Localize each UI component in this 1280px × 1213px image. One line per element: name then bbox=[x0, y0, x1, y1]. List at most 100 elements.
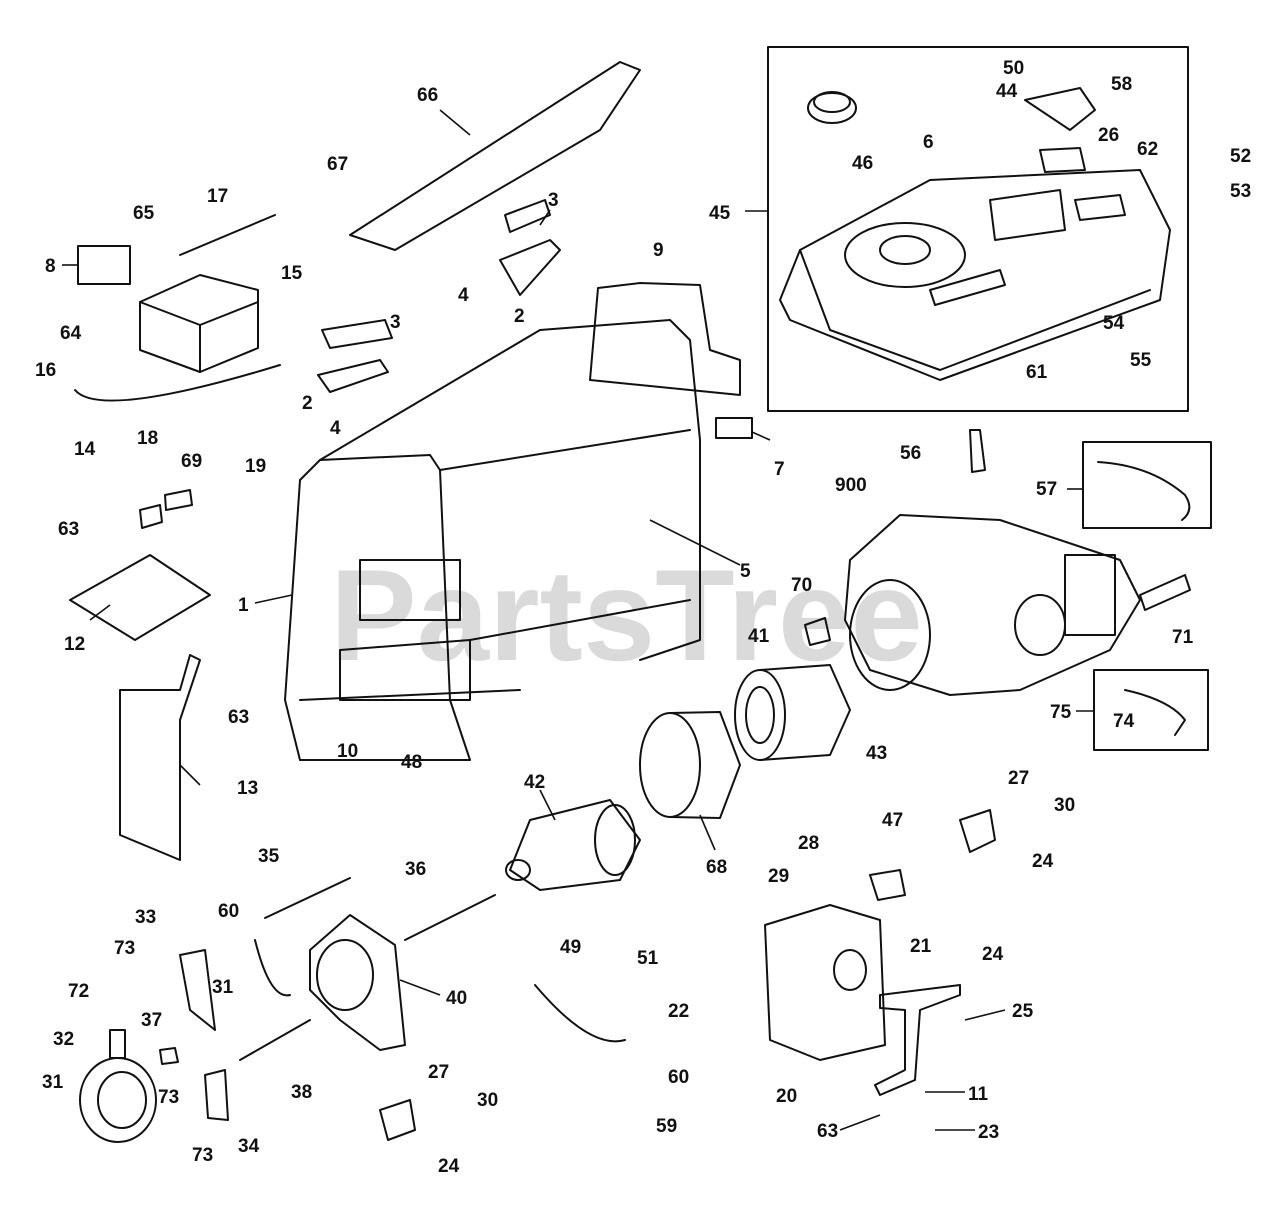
callout-65: 65 bbox=[133, 203, 155, 224]
callout-63c: 63 bbox=[817, 1121, 838, 1142]
callout-4a: 4 bbox=[458, 285, 469, 306]
handle-cover bbox=[349, 61, 641, 251]
callout-24b: 24 bbox=[982, 944, 1004, 965]
callout-60b: 60 bbox=[668, 1067, 689, 1088]
callout-labels: 1 2 2 3 3 4 4 5 6 7 8 9 10 11 12 13 14 1… bbox=[35, 58, 1251, 1177]
spring-71 bbox=[1139, 574, 1191, 611]
callout-68: 68 bbox=[706, 857, 727, 878]
callout-67: 67 bbox=[327, 154, 348, 175]
brush-assembly-33 bbox=[179, 949, 216, 1031]
callout-48: 48 bbox=[401, 752, 422, 773]
watermark-text: PartsTree bbox=[330, 542, 923, 688]
callout-21: 21 bbox=[910, 936, 932, 957]
callout-66: 66 bbox=[417, 85, 438, 106]
bracket-plate bbox=[119, 654, 201, 861]
callout-31a: 31 bbox=[212, 977, 234, 998]
callout-53: 53 bbox=[1230, 181, 1251, 202]
callout-44: 44 bbox=[996, 81, 1018, 102]
callout-11: 11 bbox=[968, 1084, 989, 1105]
callout-34: 34 bbox=[238, 1136, 260, 1157]
callout-47: 47 bbox=[882, 810, 903, 831]
callout-70: 70 bbox=[791, 575, 812, 596]
callout-14: 14 bbox=[74, 439, 96, 460]
callout-35: 35 bbox=[258, 846, 280, 867]
mount-30b bbox=[379, 1099, 416, 1141]
rotor-bolt-36 bbox=[404, 894, 496, 941]
mount-30a bbox=[959, 809, 996, 853]
fuel-cap bbox=[807, 91, 857, 124]
callout-6: 6 bbox=[923, 132, 934, 153]
callout-5: 5 bbox=[740, 561, 751, 582]
callout-30a: 30 bbox=[1054, 795, 1075, 816]
callout-1: 1 bbox=[238, 595, 249, 616]
callout-10: 10 bbox=[337, 741, 358, 762]
rear-cover bbox=[79, 1057, 157, 1143]
callout-3b: 3 bbox=[548, 190, 559, 211]
fuel-hose bbox=[1097, 461, 1191, 521]
through-bolt-35 bbox=[264, 877, 351, 919]
callout-73a: 73 bbox=[114, 938, 135, 959]
callout-2a: 2 bbox=[302, 393, 313, 414]
callout-2b: 2 bbox=[514, 306, 525, 327]
callout-17: 17 bbox=[207, 186, 228, 207]
muffler-bracket bbox=[874, 984, 961, 1096]
callout-28: 28 bbox=[798, 833, 819, 854]
callout-73b: 73 bbox=[158, 1087, 179, 1108]
callout-55: 55 bbox=[1130, 350, 1152, 371]
hose-57-box bbox=[1082, 441, 1212, 529]
callout-25: 25 bbox=[1012, 1001, 1034, 1022]
callout-36: 36 bbox=[405, 859, 426, 880]
callout-69: 69 bbox=[181, 451, 202, 472]
callout-32: 32 bbox=[53, 1029, 74, 1050]
grip-upper bbox=[499, 199, 561, 296]
callout-58: 58 bbox=[1111, 74, 1132, 95]
callout-19: 19 bbox=[245, 456, 266, 477]
callout-30b: 30 bbox=[477, 1090, 498, 1111]
through-bolt-38 bbox=[239, 1019, 311, 1061]
callout-24c: 24 bbox=[438, 1156, 460, 1177]
callout-18: 18 bbox=[137, 428, 158, 449]
rotor bbox=[505, 799, 641, 891]
callout-23: 23 bbox=[978, 1122, 999, 1143]
terminal-block-34 bbox=[204, 1069, 229, 1121]
callout-27a: 27 bbox=[1008, 768, 1029, 789]
callout-45: 45 bbox=[709, 203, 731, 224]
callout-15: 15 bbox=[281, 263, 303, 284]
hose-74 bbox=[1124, 689, 1186, 736]
callout-61: 61 bbox=[1026, 362, 1048, 383]
label-69 bbox=[164, 489, 193, 511]
callout-64: 64 bbox=[60, 323, 82, 344]
component-72 bbox=[109, 1029, 126, 1059]
callout-4b: 4 bbox=[330, 418, 341, 439]
callout-20: 20 bbox=[776, 1086, 797, 1107]
callout-75: 75 bbox=[1050, 702, 1072, 723]
callout-54: 54 bbox=[1103, 313, 1125, 334]
ground-wire-49 bbox=[534, 984, 626, 1043]
callout-62: 62 bbox=[1137, 139, 1158, 160]
decal-7 bbox=[715, 417, 753, 439]
callout-57: 57 bbox=[1036, 479, 1057, 500]
callout-63b: 63 bbox=[228, 707, 249, 728]
callout-60a: 60 bbox=[218, 901, 239, 922]
callout-46: 46 bbox=[852, 153, 873, 174]
callout-16: 16 bbox=[35, 360, 56, 381]
fuel-valve-56 bbox=[969, 429, 986, 473]
callout-26: 26 bbox=[1098, 125, 1119, 146]
callout-37: 37 bbox=[141, 1010, 162, 1031]
callout-43: 43 bbox=[866, 743, 887, 764]
callout-49: 49 bbox=[560, 937, 581, 958]
wire-60a bbox=[254, 939, 291, 997]
callout-9: 9 bbox=[653, 240, 664, 261]
back-panel bbox=[589, 282, 741, 396]
bracket-18 bbox=[139, 504, 163, 529]
stator-cover bbox=[639, 711, 741, 819]
callout-59: 59 bbox=[656, 1116, 677, 1137]
callout-24a: 24 bbox=[1032, 851, 1054, 872]
strap-17 bbox=[179, 214, 276, 256]
callout-900: 900 bbox=[835, 475, 867, 496]
callout-13: 13 bbox=[237, 778, 258, 799]
callout-3a: 3 bbox=[390, 312, 401, 333]
end-bell bbox=[309, 914, 406, 1051]
